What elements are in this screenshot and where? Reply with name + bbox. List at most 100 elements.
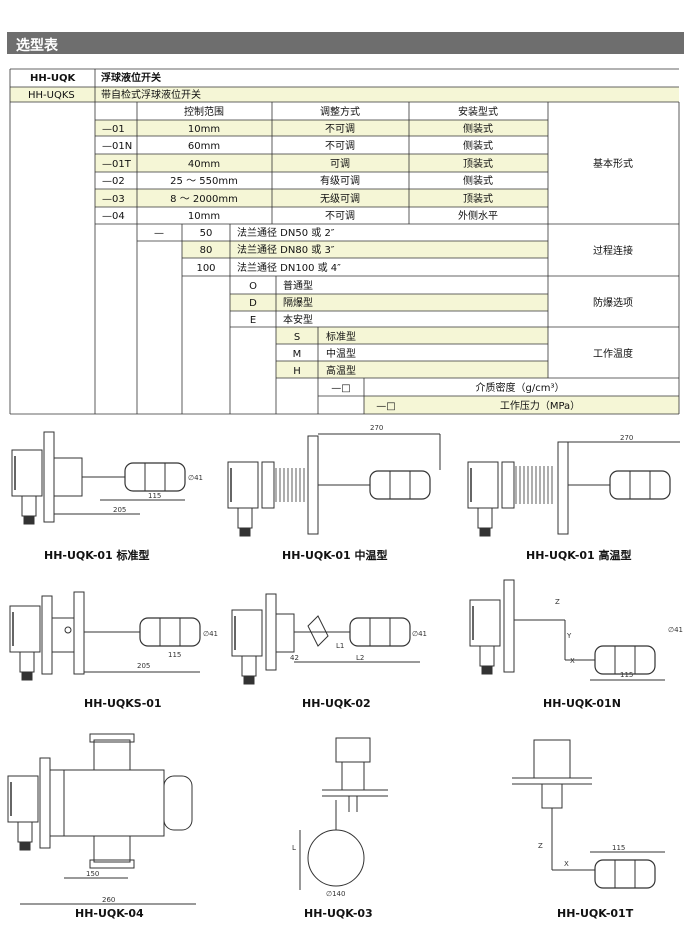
dim-text: 115 [612,844,625,852]
dim-text: X [570,657,575,665]
basic-adjust: 可调 [330,158,350,170]
drawing-uqk02 [231,593,420,685]
basic-mount: 侧装式 [463,122,493,135]
explosion-desc: 普通型 [283,279,313,292]
basic-range: 8 ～ 2000mm [170,194,238,205]
drawing-caption: HH-UQK-01T [557,907,634,920]
temp-desc: 中温型 [326,347,356,360]
dim-text: 115 [620,671,633,679]
col-header-mount: 安装型式 [458,105,498,118]
pressure-label: 工作压力（MPa） [500,399,580,412]
drawing-uqk01-mid [227,433,441,537]
temp-desc: 高温型 [326,364,356,377]
group-label-process: 过程连接 [593,244,633,257]
model-desc-1: 浮球液位开关 [101,71,161,84]
explosion-code: E [250,315,256,326]
temp-code: S [294,332,300,343]
basic-mount: 侧装式 [463,139,493,152]
basic-adjust: 有级可调 [320,174,360,187]
dim-text: L2 [356,654,364,662]
drawing-uqk04 [7,733,196,905]
drawing-uqk01-high [467,441,680,537]
process-desc: 法兰通径 DN100 或 4″ [237,261,341,274]
process-desc: 法兰通径 DN50 或 2″ [237,226,335,239]
dim-text: X [564,860,569,868]
dim-text: 115 [148,492,161,500]
basic-range: 60mm [188,141,220,152]
col-header-adjust: 调整方式 [320,105,360,118]
model-desc-2: 带自检式浮球液位开关 [101,88,201,101]
section-header: 选型表 [7,32,684,54]
basic-adjust: 无级可调 [320,193,360,205]
col-header-range: 控制范围 [184,105,224,118]
dim-text: 205 [113,506,126,514]
temp-desc: 标准型 [326,330,356,343]
basic-code: —04 [102,211,125,222]
basic-range: 40mm [188,159,220,170]
basic-code: —01 [102,124,125,135]
dim-text: 150 [86,870,99,878]
drawing-caption: HH-UQK-01N [543,697,621,710]
explosion-desc: 隔爆型 [283,296,313,309]
dim-text: L1 [336,642,344,650]
drawing-uqk01n [469,579,665,681]
explosion-code: D [249,298,257,309]
drawing-caption: HH-UQK-03 [304,907,373,920]
dim-text: 270 [370,424,383,432]
dim-text: ∅41 [412,630,427,638]
drawing-caption: HH-UQK-01 标准型 [44,549,150,562]
table-lines [9,68,680,415]
drawing-uqk01-std [11,431,186,525]
dim-text: Z [555,598,560,606]
explosion-code: O [249,281,257,292]
basic-range: 10mm [188,124,220,135]
basic-adjust: 不可调 [325,140,355,152]
basic-adjust: 不可调 [325,123,355,135]
basic-range: 10mm [188,211,220,222]
drawing-uqk01t [512,739,665,889]
dim-text: 115 [168,651,181,659]
dim-text: ∅140 [326,890,345,898]
group-label-explosion: 防爆选项 [593,296,633,309]
drawing-uqk03 [299,737,388,890]
dim-text: 205 [137,662,150,670]
basic-mount: 顶装式 [463,157,493,170]
basic-rows: —01 10mm 不可调 侧装式 —01N 60mm 不可调 侧装式 —01T … [102,122,498,222]
process-code: 100 [196,263,215,274]
dim-text: ∅41 [668,626,683,634]
explosion-desc: 本安型 [283,313,313,326]
selection-table: HH-UQK 浮球液位开关 HH-UQKS 带自检式浮球液位开关 控制范围 调整… [9,68,680,415]
basic-code: —03 [102,194,125,205]
drawing-uqks01 [9,591,201,681]
basic-adjust: 不可调 [325,210,355,222]
basic-mount: 侧装式 [463,174,493,187]
model-code-2: HH-UQKS [28,90,75,101]
basic-mount: 顶装式 [463,192,493,205]
temp-code: M [293,349,302,360]
density-label: 介质密度（g/cm³） [476,381,565,394]
basic-range: 25 ～ 550mm [170,176,238,187]
group-label-basic: 基本形式 [593,157,633,170]
model-code-1: HH-UQK [30,73,77,84]
group-label-temp: 工作温度 [593,347,633,360]
basic-code: —02 [102,176,125,187]
drawing-caption: HH-UQK-02 [302,697,371,710]
drawing-caption: HH-UQK-01 中温型 [282,549,388,562]
basic-code: —01N [102,141,132,152]
dim-text: ∅41 [203,630,218,638]
dim-text: L [292,844,296,852]
drawing-caption: HH-UQK-01 高温型 [526,549,632,562]
dim-text: Z [538,842,543,850]
drawing-caption: HH-UQK-04 [75,907,144,920]
section-title: 选型表 [16,38,58,54]
dim-text: ∅41 [188,474,203,482]
pressure-code: —□ [376,401,395,412]
density-code: —□ [331,383,350,394]
process-code: 50 [200,228,213,239]
basic-mount: 外侧水平 [458,209,498,222]
temp-code: H [293,366,301,377]
drawing-caption: HH-UQKS-01 [84,697,162,710]
dim-text: Y [566,632,572,640]
dim-text: 42 [290,654,299,662]
process-code: 80 [200,245,213,256]
